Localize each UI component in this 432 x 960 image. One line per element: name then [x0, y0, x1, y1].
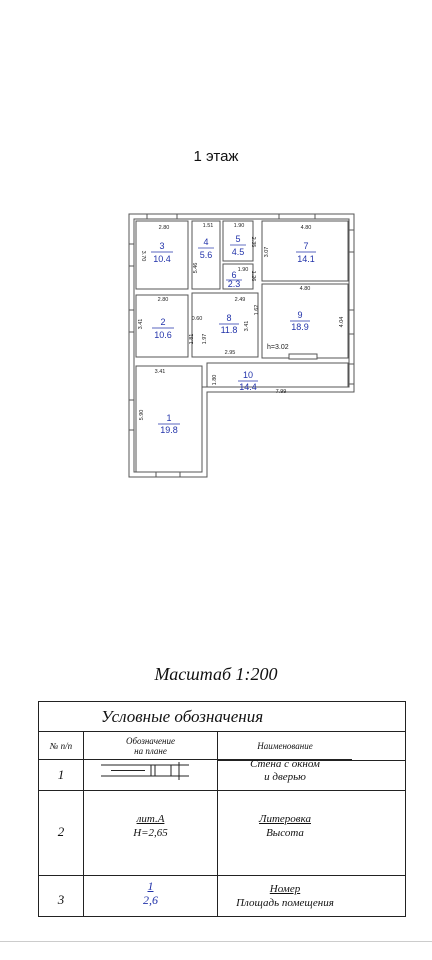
room-5-number: 5 [235, 234, 240, 244]
dimension-label: 1.81 [189, 334, 195, 345]
dimension-labels: 2.80 3.70 1.51 1.90 2.35 5.46 1.90 1.26 … [138, 223, 345, 420]
room-3-area: 10.4 [153, 254, 171, 264]
legend-col-name: Наименование [218, 732, 352, 760]
dimension-label: 2.49 [235, 297, 246, 303]
dimension-label: 1.62 [254, 305, 260, 316]
dimension-label: 4.80 [301, 225, 312, 231]
dimension-label: 3.07 [264, 247, 270, 258]
dimension-label: 1.90 [238, 267, 249, 273]
dimension-label: 5.90 [139, 410, 145, 421]
dimension-label: 1.26 [250, 271, 256, 282]
windows [128, 213, 355, 478]
dimension-label: 5.46 [193, 263, 199, 274]
dimension-label: 3.41 [244, 321, 250, 332]
legend-col-number: № п/п [39, 732, 83, 760]
room-1-area: 19.8 [160, 425, 178, 435]
room-7-area: 14.1 [297, 254, 315, 264]
legend-row-3-symbol: 1 2,6 [143, 879, 158, 907]
dimension-label: 1.97 [202, 334, 208, 345]
room-4-number: 4 [203, 237, 208, 247]
legend-table: Условные обозначения № п/п Обозначение н… [38, 701, 406, 917]
legend-row-3-name: Номер Площадь помещения [236, 883, 334, 909]
legend-row-2-symbol: лит.А Н=2,65 [133, 813, 168, 839]
room-6-area: 2.3 [228, 279, 241, 289]
legend-row-2-name: Литеровка Высота [259, 813, 311, 839]
dimension-label: 1.51 [203, 223, 214, 229]
dimension-label: 1.90 [234, 223, 245, 229]
legend-row-number: 2 [57, 824, 65, 839]
room-8-area: 11.8 [221, 325, 238, 335]
room-9-area: 18.9 [291, 322, 309, 332]
legend-row-number: 3 [57, 892, 65, 907]
legend-title: Условные обозначения [39, 702, 405, 732]
room-2-area: 10.6 [154, 330, 172, 340]
dimension-label: 1.80 [212, 375, 218, 386]
divider [0, 941, 432, 942]
room-10-number: 10 [243, 370, 253, 380]
room-6-number: 6 [231, 270, 236, 280]
room-8-number: 8 [226, 313, 231, 323]
legend-row-number: 1 [57, 767, 65, 782]
floor-title: 1 этаж [193, 148, 239, 165]
dimension-label: 2.95 [225, 350, 236, 356]
room-2-number: 2 [160, 317, 165, 327]
dimension-label: 4.04 [339, 317, 345, 328]
room-1-number: 1 [166, 413, 171, 423]
inner-walls [135, 220, 349, 473]
ceiling-height-note: h=3.02 [267, 344, 289, 351]
legend-row-1-name: Стена с окном и дверью [250, 758, 320, 783]
legend-col-symbol: Обозначение на плане [84, 732, 217, 760]
room-10-area: 14.4 [239, 382, 257, 392]
room-9-number: 9 [297, 310, 302, 320]
dimension-label: 2.80 [158, 297, 169, 303]
dimension-label: 2.80 [159, 225, 170, 231]
dimension-label: 3.70 [140, 251, 146, 262]
room-7-number: 7 [303, 241, 308, 251]
room-3-number: 3 [159, 241, 164, 251]
dimension-label: 3.41 [155, 369, 166, 375]
dimension-label: 7.99 [276, 389, 287, 395]
dimension-label: 2.35 [250, 237, 256, 248]
wall-window-door-symbol [101, 762, 189, 780]
dimension-label: 0.60 [192, 316, 203, 322]
room-4-area: 5.6 [200, 250, 213, 260]
dimension-label: 4.80 [300, 286, 311, 292]
room-labels: 1 19.8 2 10.6 3 10.4 4 5.6 5 4.5 6 2.3 7… [151, 234, 316, 435]
dimension-label: 3.41 [138, 319, 144, 330]
scale-label: Масштаб 1:200 [154, 664, 278, 684]
room-5-area: 4.5 [232, 247, 245, 257]
